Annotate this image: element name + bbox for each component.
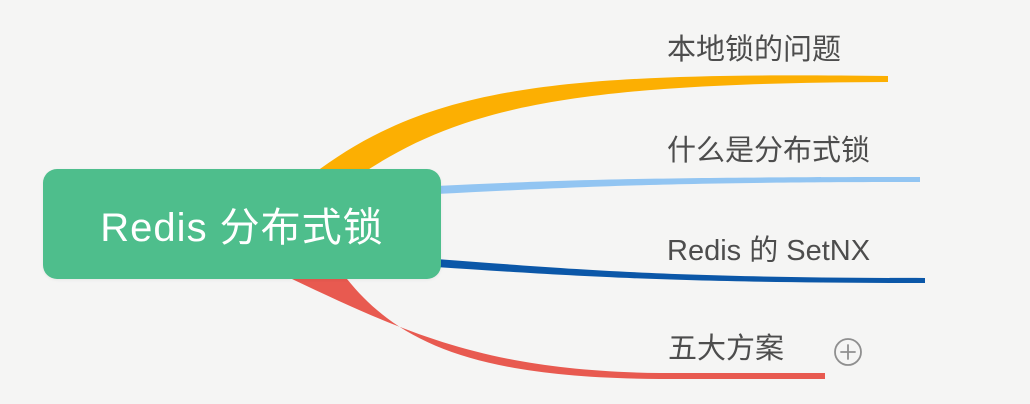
branch-connector-1 xyxy=(312,75,888,175)
branch-connector-3 xyxy=(436,259,925,283)
root-node[interactable]: Redis 分布式锁 xyxy=(43,169,441,279)
branch-connector-4 xyxy=(292,279,825,379)
branch-label-local-lock-problem[interactable]: 本地锁的问题 xyxy=(667,34,842,66)
branch-connector-2 xyxy=(436,177,920,194)
branch-label-five-solutions[interactable]: 五大方案 xyxy=(668,333,785,365)
branch-label-what-is-distributed-lock[interactable]: 什么是分布式锁 xyxy=(667,135,871,167)
branch-label-redis-setnx[interactable]: Redis 的 SetNX xyxy=(667,235,871,267)
root-node-label: Redis 分布式锁 xyxy=(100,206,384,250)
circled-plus-icon[interactable] xyxy=(833,337,863,367)
